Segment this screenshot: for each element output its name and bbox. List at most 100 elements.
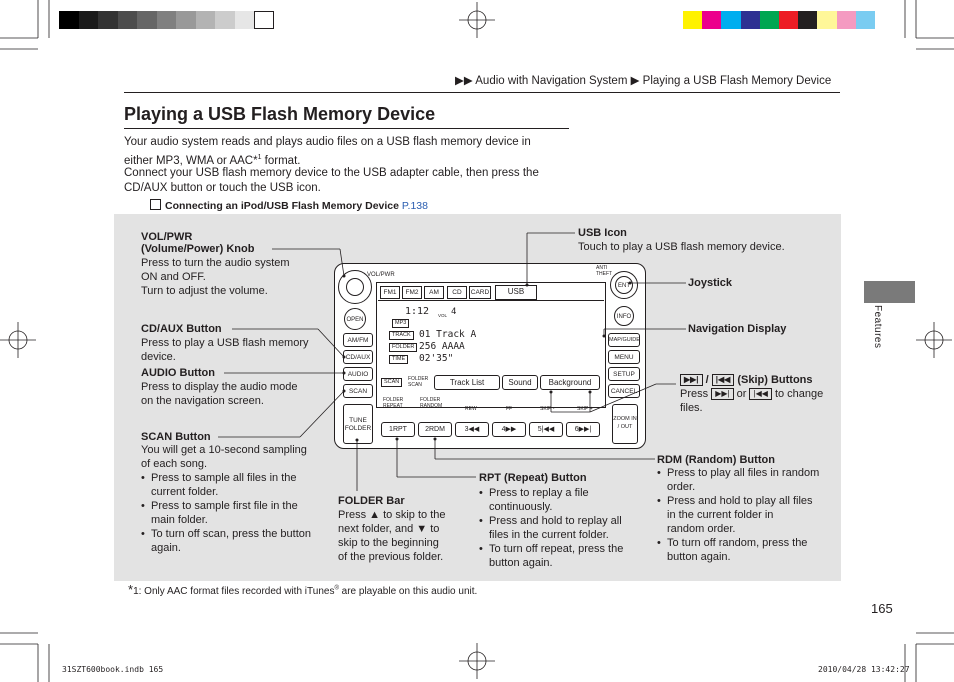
breadcrumb-sep: ▶ — [630, 75, 640, 87]
color-swatch — [759, 11, 779, 29]
gray-swatch — [117, 11, 137, 29]
skip-forward-icon: ▶▶| — [680, 374, 703, 387]
folder-callout-line1: Press ▲ to skip to the — [338, 509, 446, 521]
map-guide-button[interactable]: MAP/GUIDE — [608, 333, 640, 347]
color-swatch — [798, 11, 818, 29]
features-tab-marker — [864, 281, 915, 303]
vol-callout-line3: Turn to adjust the volume. — [141, 285, 268, 297]
time-value: 02'35" — [419, 353, 454, 364]
scan-callout-list: Press to sample all files in thecurrent … — [141, 471, 311, 555]
intro-line-2: either MP3, WMA or AAC*1 format. — [124, 154, 301, 167]
gray-swatch — [195, 11, 215, 29]
gray-swatch — [137, 11, 157, 29]
preset-5-skip-back-button[interactable]: 5|◀◀ — [529, 422, 563, 437]
track-number: 1:12 — [405, 306, 430, 317]
usb-icon[interactable]: USB — [495, 285, 537, 300]
gray-swatch — [78, 11, 98, 29]
ent-button[interactable]: ENT — [615, 276, 633, 294]
info-button[interactable]: INFO — [614, 306, 634, 326]
rdm-callout-title: RDM (Random) Button — [657, 454, 775, 466]
softkey-folder-repeat[interactable]: FOLDER REPEAT — [383, 397, 404, 409]
color-swatch — [683, 11, 703, 29]
softkey-rew[interactable]: REW — [465, 406, 477, 412]
tab-cd[interactable]: CD — [447, 286, 467, 299]
menu-button[interactable]: MENU — [608, 350, 640, 364]
softkey-skip-minus[interactable]: SKIP - — [540, 406, 555, 412]
softkey-folder-random[interactable]: FOLDER RANDOM — [420, 397, 443, 409]
time-label: TIME — [389, 355, 409, 364]
cdaux-callout-line1: Press to play a USB flash memory — [141, 337, 309, 349]
folder-callout-line2: next folder, and ▼ to — [338, 523, 440, 535]
folder-callout-line3: skip to the beginning — [338, 537, 439, 549]
setup-button[interactable]: SETUP — [608, 367, 640, 381]
features-tab-label: Features — [872, 305, 883, 349]
preset-3-button[interactable]: 3◀◀ — [455, 422, 489, 437]
preset-1-rpt-button[interactable]: 1RPT — [381, 422, 415, 437]
tab-fm1[interactable]: FM1 — [380, 286, 400, 299]
preset-6-skip-forward-button[interactable]: 6▶▶| — [566, 422, 600, 437]
cross-reference[interactable]: Connecting an iPod/USB Flash Memory Devi… — [150, 198, 428, 212]
softkey-ff[interactable]: FF — [506, 406, 513, 412]
scan-callout-line2: of each song. — [141, 458, 208, 470]
softkey-skip-plus[interactable]: SKIP + — [577, 406, 593, 412]
sound-button[interactable]: Sound — [502, 375, 538, 390]
scan-callout-title: SCAN Button — [141, 431, 211, 443]
tab-card[interactable]: CARD — [469, 286, 491, 299]
color-swatch — [721, 11, 741, 29]
skip-forward-icon-small: ▶▶| — [711, 388, 734, 401]
folder-label: FOLDER — [389, 343, 418, 352]
footer-timestamp: 2010/04/28 13:42:27 — [818, 665, 910, 674]
gray-swatch — [176, 11, 196, 29]
gray-swatch — [156, 11, 176, 29]
vol-small: VOL — [438, 313, 448, 318]
track-list-button[interactable]: Track List — [434, 375, 500, 390]
intro-line-3: Connect your USB flash memory device to … — [124, 167, 539, 179]
vol-pwr-knob-center — [346, 278, 364, 296]
intro-line-4: CD/AUX button or touch the USB icon. — [124, 182, 321, 194]
zoom-button[interactable]: ZOOM IN / OUT — [612, 404, 638, 444]
header-rule — [124, 92, 840, 93]
background-button[interactable]: Background — [540, 375, 600, 390]
tab-am[interactable]: AM — [424, 286, 444, 299]
breadcrumb-arrows: ▶▶ — [455, 75, 473, 87]
cdaux-callout-line2: device. — [141, 351, 176, 363]
am-fm-button[interactable]: AM/FM — [343, 333, 373, 347]
skip-back-icon: |◀◀ — [711, 374, 735, 387]
vol-number: 4 — [451, 307, 457, 317]
title-rule — [124, 128, 569, 129]
gray-swatch — [59, 11, 79, 29]
page-number: 165 — [871, 601, 893, 616]
breadcrumb-part2: Playing a USB Flash Memory Device — [642, 75, 832, 87]
preset-2-rdm-button[interactable]: 2RDM — [418, 422, 452, 437]
cd-aux-button[interactable]: CD/AUX — [343, 350, 373, 364]
tune-folder-bar[interactable]: TUNE FOLDER — [343, 404, 373, 444]
color-swatch — [740, 11, 760, 29]
track-label: TRACK — [389, 331, 414, 340]
cross-ref-page-link[interactable]: P.138 — [401, 200, 428, 212]
breadcrumb: ▶▶ Audio with Navigation System ▶ Playin… — [455, 73, 831, 87]
scan-button[interactable]: SCAN — [343, 384, 373, 398]
gray-swatch — [215, 11, 235, 29]
breadcrumb-part1[interactable]: Audio with Navigation System — [475, 75, 628, 87]
preset-4-button[interactable]: 4▶▶ — [492, 422, 526, 437]
gray-swatch — [254, 11, 274, 29]
vol-pwr-label: VOL/PWR — [367, 272, 395, 278]
tab-rule — [378, 300, 604, 301]
open-button[interactable]: OPEN — [344, 308, 366, 330]
footer-file: 31SZT600book.indb 165 — [62, 665, 164, 674]
color-swatch — [702, 11, 722, 29]
folder-scan-label: FOLDER SCAN — [408, 376, 429, 388]
folder-value: 256 AAAA — [419, 341, 465, 352]
gray-swatch — [234, 11, 254, 29]
vol-callout-title1: VOL/PWR — [141, 231, 193, 243]
scan-small-icon[interactable]: SCAN — [381, 378, 403, 387]
scan-callout-line1: You will get a 10-second sampling — [141, 444, 307, 456]
intro-line-1: Your audio system reads and plays audio … — [124, 136, 531, 148]
vol-callout-line1: Press to turn the audio system — [141, 257, 290, 269]
skip-callout-title: ▶▶| / |◀◀ (Skip) Buttons — [680, 373, 813, 387]
audio-callout-title: AUDIO Button — [141, 367, 215, 379]
audio-callout-line2: on the navigation screen. — [141, 395, 264, 407]
tab-fm2[interactable]: FM2 — [402, 286, 422, 299]
